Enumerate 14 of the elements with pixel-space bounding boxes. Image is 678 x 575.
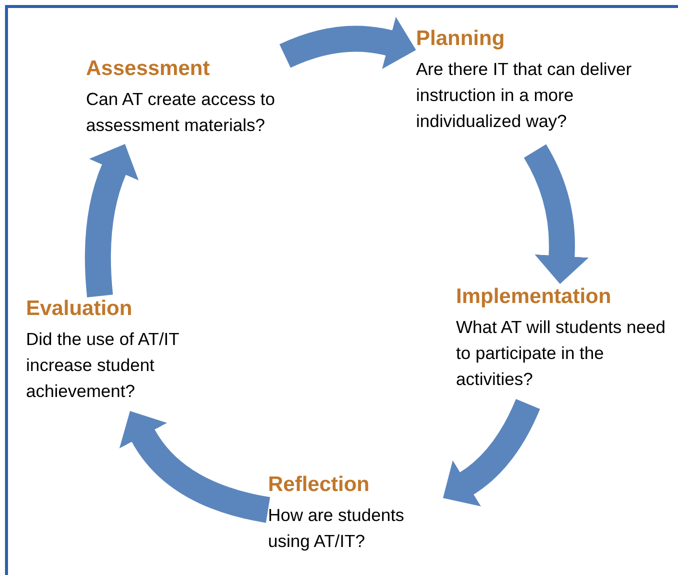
stage-question: Are there IT that can deliver instruction in a more individualized way? (416, 58, 633, 134)
stage-heading: Reflection (268, 472, 371, 498)
stage-question: Did the use of AT/IT increase student achievement? (26, 328, 180, 404)
stage-question: How are students using AT/IT? (268, 504, 406, 554)
stage-heading: Implementation (456, 284, 612, 310)
stage-heading: Assessment (86, 56, 211, 82)
curved-arrow (84, 144, 139, 298)
stage-question: What AT will students need to participate in the activities? (456, 316, 666, 392)
curved-arrow (443, 398, 540, 506)
stage-heading: Evaluation (26, 296, 134, 322)
stage-heading: Planning (416, 26, 506, 52)
stage-question: Can AT create access to assessment materials? (86, 88, 276, 138)
curved-arrow (280, 16, 416, 70)
curved-arrow (120, 412, 270, 523)
